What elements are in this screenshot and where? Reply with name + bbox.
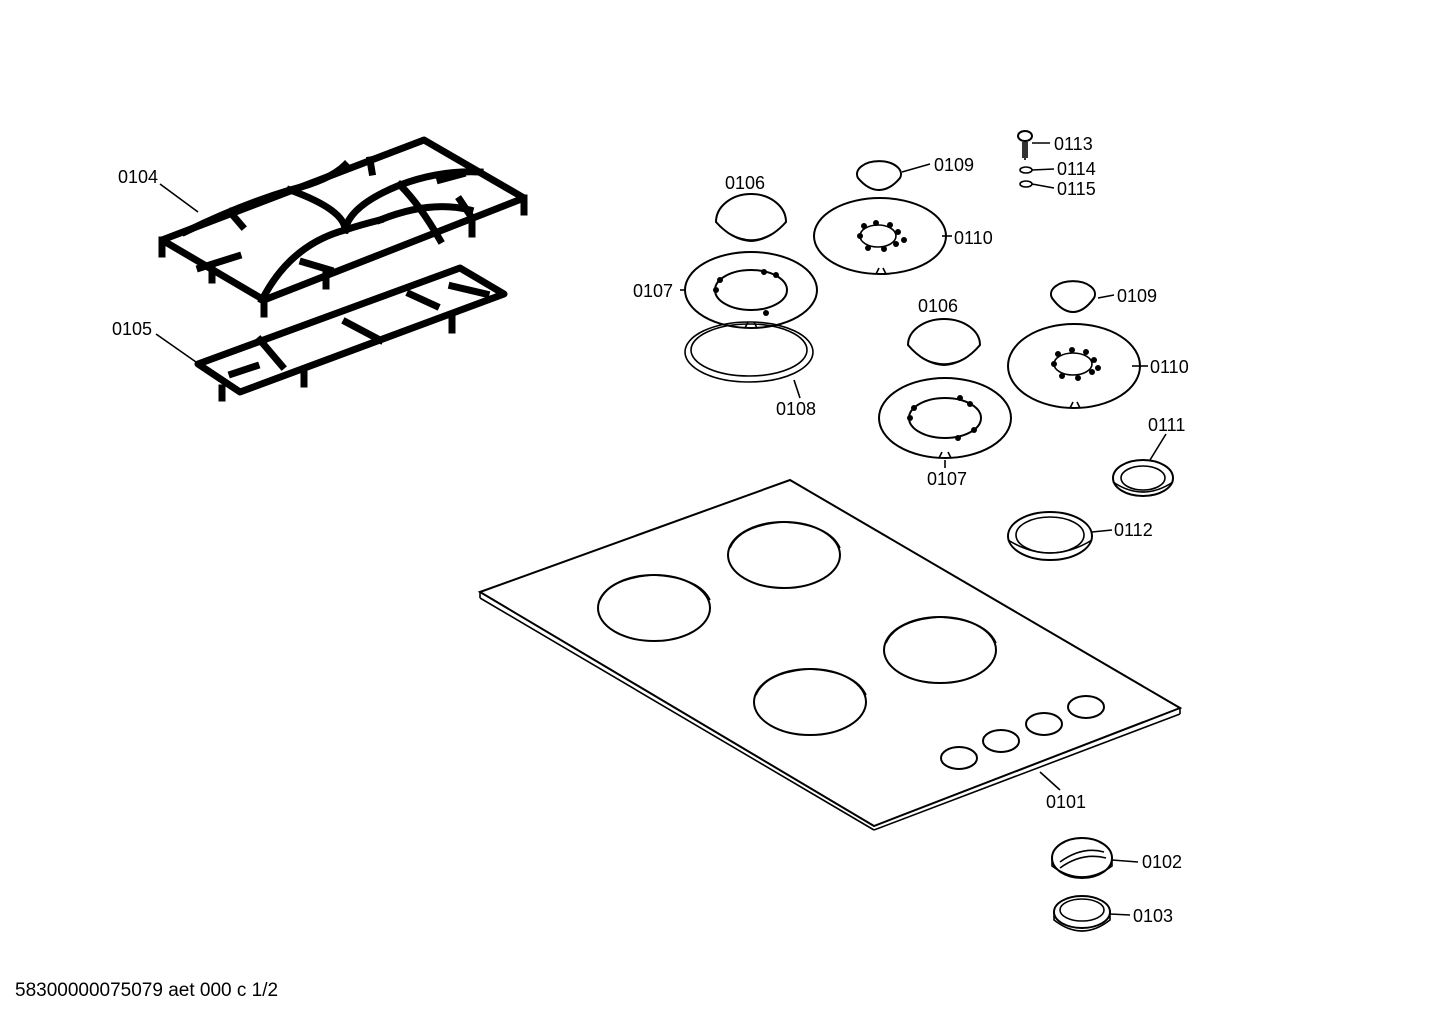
part-0105-pan-support-small	[194, 264, 508, 402]
part-0107-burner-ring-right	[878, 377, 1012, 459]
part-0101-hob-top	[477, 478, 1183, 831]
label-0105: 0105	[112, 319, 152, 339]
label-0102: 0102	[1142, 852, 1182, 872]
label-0108: 0108	[776, 399, 816, 419]
label-0101: 0101	[1046, 792, 1086, 812]
label-0109-right: 0109	[1117, 286, 1157, 306]
label-0107-left: 0107	[633, 281, 673, 301]
part-0115-washer	[1019, 180, 1033, 188]
label-0111: 0111	[1148, 415, 1185, 435]
label-0109-left: 0109	[934, 155, 974, 175]
label-0113: 0113	[1054, 134, 1093, 154]
part-0106-burner-cap-left	[714, 193, 788, 243]
part-0110-burner-head-left	[813, 197, 947, 275]
label-0110-left: 0110	[954, 228, 993, 248]
label-0104: 0104	[118, 167, 158, 187]
part-0102-control-knob	[1051, 837, 1113, 879]
label-0106-right: 0106	[918, 296, 958, 316]
part-0104-pan-support-large	[158, 136, 528, 318]
part-0107-burner-ring-left	[684, 251, 818, 329]
label-0112: 0112	[1114, 520, 1153, 540]
label-0110-right: 0110	[1150, 357, 1189, 377]
label-0107-right: 0107	[927, 469, 967, 489]
label-0103: 0103	[1133, 906, 1173, 926]
leader-lines	[155, 142, 1167, 916]
label-0106-left: 0106	[725, 173, 765, 193]
part-0108-seal-ring	[684, 321, 814, 383]
part-0106-burner-cap-right	[906, 318, 982, 367]
part-0110-burner-head-right	[1007, 323, 1141, 409]
part-0109-small-cap-right	[1050, 280, 1096, 314]
part-0113-screw	[1017, 130, 1033, 160]
part-0114-washer	[1019, 166, 1033, 174]
part-0112-gasket	[1007, 511, 1093, 561]
part-0103-knob-bezel	[1053, 895, 1111, 932]
part-0111-gasket	[1112, 459, 1174, 497]
label-0114: 0114	[1057, 159, 1096, 179]
label-0115: 0115	[1057, 179, 1096, 199]
drawing-reference-number: 58300000075079 aet 000 c 1/2	[15, 980, 279, 1001]
part-0109-small-cap-left	[856, 160, 902, 192]
